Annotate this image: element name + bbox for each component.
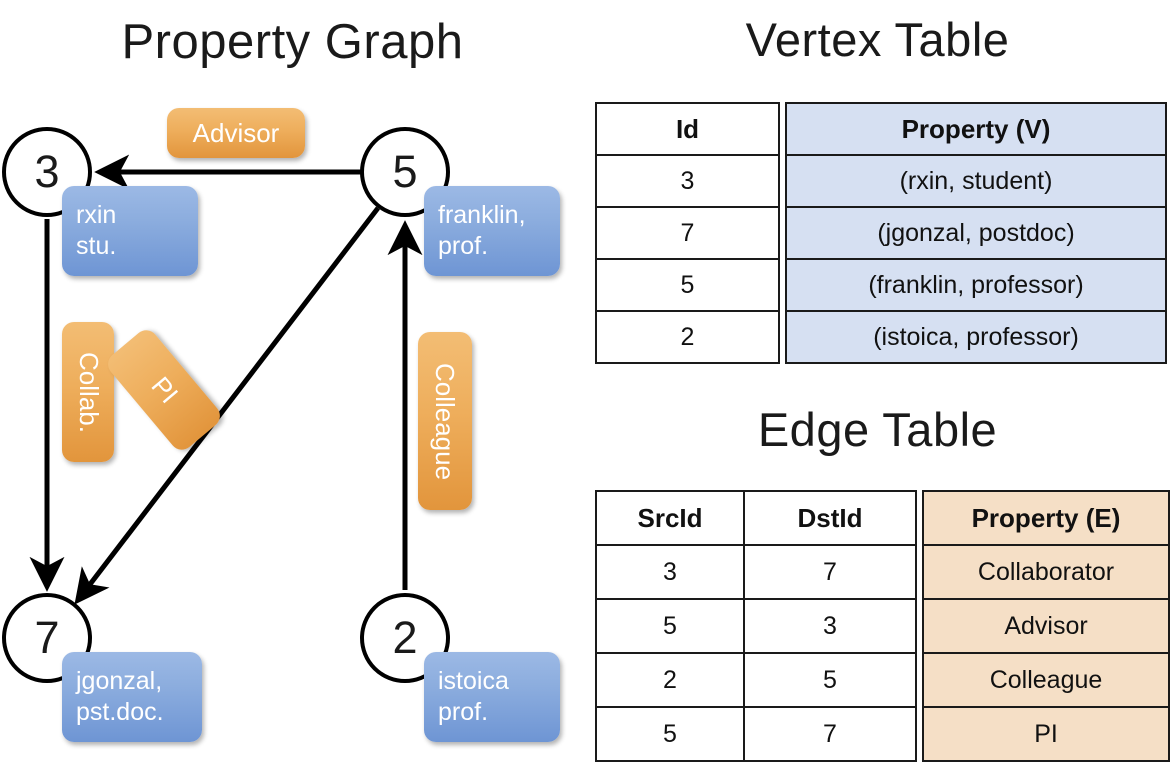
table-row: 2 5 Colleague [595,652,1170,708]
vertex-cell-id: 7 [595,206,780,260]
edge-header-dstid: DstId [743,490,917,546]
table-row: 5 3 Advisor [595,598,1170,654]
table-row: 5 7 PI [595,706,1170,762]
vertex-property-line1: rxin [76,201,117,229]
column-gap [779,311,786,363]
edge-label-advisor: Advisor [167,108,305,158]
edge-label-text: Colleague [430,362,461,480]
column-gap [916,545,923,599]
vertex-property-line1: franklin, [438,201,526,229]
edge-header-property: Property (E) [922,490,1170,546]
edge-label-collab: Collab. [62,322,114,462]
edge-cell-srcid: 2 [595,652,745,708]
table-row: 7 (jgonzal, postdoc) [595,206,1167,260]
edge-label-text: Advisor [192,117,280,148]
edge-cell-dstid: 3 [743,598,917,654]
vertex-property-box-5: franklin, prof. [424,186,560,276]
edge-table: SrcId DstId Property (E) 3 7 Collaborato… [595,490,1170,762]
table-row: 2 (istoica, professor) [595,310,1167,364]
edge-label-text: Collab. [73,351,104,433]
vertex-cell-id: 2 [595,310,780,364]
table-header-row: Id Property (V) [595,102,1167,156]
graph-node-5[interactable]: 5 [360,127,450,217]
edge-cell-property: PI [922,706,1170,762]
vertex-property-box-7: jgonzal, pst.doc. [62,652,202,742]
edge-cell-srcid: 5 [595,706,745,762]
vertex-property-box-3: rxin stu. [62,186,198,276]
column-gap [779,155,786,207]
vertex-property-line1: jgonzal, [76,667,163,695]
table-row: 5 (franklin, professor) [595,258,1167,312]
vertex-property-line1: istoica [438,667,509,695]
vertex-header-id: Id [595,102,780,156]
edge-label-text: PI [144,370,184,409]
column-gap [916,491,923,545]
vertex-property-box-2: istoica prof. [424,652,560,742]
column-gap [779,103,786,155]
column-gap [779,259,786,311]
edge-cell-property: Collaborator [922,544,1170,600]
page-title-property-graph: Property Graph [121,15,464,69]
vertex-table: Id Property (V) 3 (rxin, student) 7 (jgo… [595,102,1167,364]
vertex-cell-property: (rxin, student) [785,154,1167,208]
table-header-row: SrcId DstId Property (E) [595,490,1170,546]
edge-cell-property: Advisor [922,598,1170,654]
vertex-property-line2: stu. [76,232,117,260]
column-gap [779,207,786,259]
table-row: 3 7 Collaborator [595,544,1170,600]
page-title-vertex-table: Vertex Table [745,13,1010,66]
column-gap [916,707,923,761]
vertex-cell-property: (istoica, professor) [785,310,1167,364]
table-row: 3 (rxin, student) [595,154,1167,208]
edge-cell-dstid: 7 [743,706,917,762]
graph-edges [29,154,423,605]
column-gap [916,599,923,653]
edge-cell-srcid: 5 [595,598,745,654]
property-graph-panel: Property Graph 3 5 7 2 rxin stu. frankli… [0,0,585,760]
edge-5-to-7-pi [74,206,380,605]
column-gap [916,653,923,707]
vertex-property-line2: prof. [438,232,489,260]
vertex-cell-property: (franklin, professor) [785,258,1167,312]
page-title-edge-table: Edge Table [757,403,998,456]
vertex-property-line2: prof. [438,698,489,726]
vertex-property-line2: pst.doc. [76,698,164,726]
vertex-cell-id: 3 [595,154,780,208]
vertex-header-property: Property (V) [785,102,1167,156]
graph-node-2[interactable]: 2 [360,593,450,683]
edge-header-srcid: SrcId [595,490,745,546]
edge-label-colleague: Colleague [418,332,472,510]
vertex-cell-id: 5 [595,258,780,312]
edge-cell-srcid: 3 [595,544,745,600]
edge-cell-dstid: 7 [743,544,917,600]
vertex-cell-property: (jgonzal, postdoc) [785,206,1167,260]
edge-cell-dstid: 5 [743,652,917,708]
edge-cell-property: Colleague [922,652,1170,708]
